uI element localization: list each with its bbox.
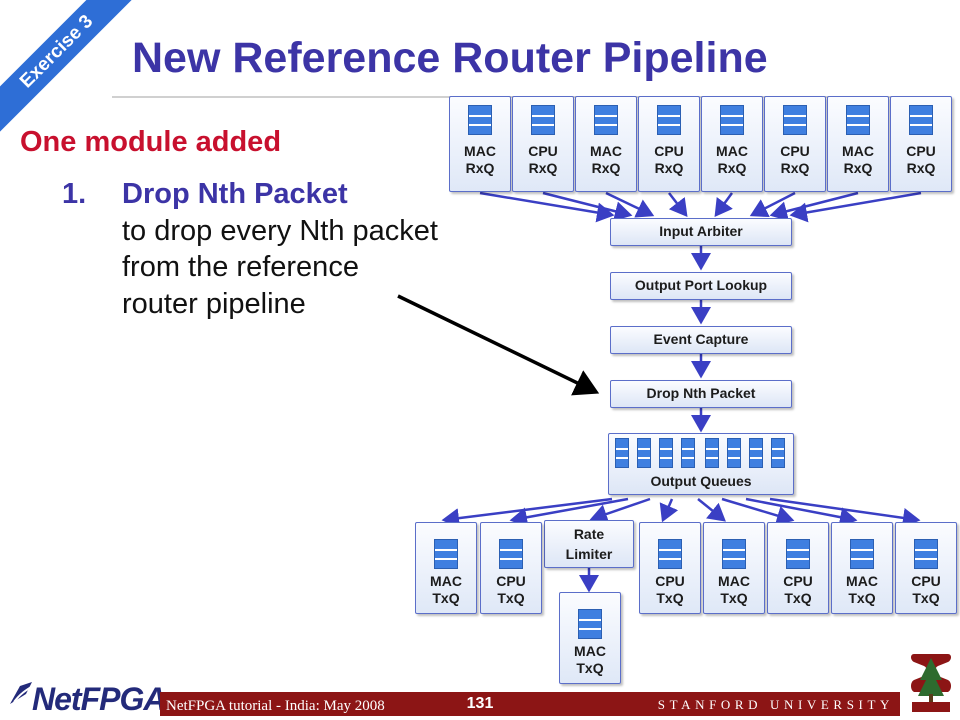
tx-queue-rate-limited: MAC TxQ <box>559 592 621 684</box>
bullet-item-title: Drop Nth Packet <box>122 178 348 210</box>
queue-icon <box>594 105 618 135</box>
queue-icon <box>658 539 682 569</box>
arrow-tx5 <box>697 498 726 522</box>
queue-icon <box>657 105 681 135</box>
arrow-tx4 <box>659 498 679 523</box>
footer-tutorial-text: NetFPGA tutorial - India: May 2008 <box>166 698 385 714</box>
rx-queue-3: MAC RxQ <box>575 96 637 192</box>
rx-queue-label: MAC RxQ <box>842 143 874 176</box>
bullet-heading: One module added <box>20 126 282 158</box>
rx-queue-4: CPU RxQ <box>638 96 700 192</box>
tx-queue-label: CPU TxQ <box>655 573 685 606</box>
footer-bar <box>160 692 900 716</box>
rx-queue-label: CPU RxQ <box>906 143 936 176</box>
queue-icon <box>771 438 785 468</box>
stanford-tree-icon <box>911 654 951 712</box>
tx-queue-label: CPU TxQ <box>783 573 813 606</box>
arrow-tx3 <box>589 497 651 524</box>
queue-icon <box>786 539 810 569</box>
output-queues-label: Output Queues <box>650 473 752 489</box>
arrow-tx7 <box>745 497 858 527</box>
tx-queue-label: CPU TxQ <box>496 573 526 606</box>
queue-icon <box>434 539 458 569</box>
bullet-item: Drop Nth Packet to drop every Nth packet… <box>122 176 442 322</box>
queue-icon <box>909 105 933 135</box>
tx-queue-label: CPU TxQ <box>911 573 941 606</box>
queue-icon <box>749 438 763 468</box>
rx-queue-7: MAC RxQ <box>827 96 889 192</box>
queue-icon <box>531 105 555 135</box>
callout-arrow <box>397 294 600 396</box>
arrow-tx6 <box>721 497 795 526</box>
arrow-rx1 <box>479 191 615 223</box>
rx-queue-8: CPU RxQ <box>890 96 952 192</box>
tx-queue-7: CPU TxQ <box>895 522 957 614</box>
rx-queue-label: MAC RxQ <box>590 143 622 176</box>
slide-title: New Reference Router Pipeline <box>132 34 768 82</box>
arrow-tx2 <box>509 497 629 528</box>
rx-queue-label: CPU RxQ <box>654 143 684 176</box>
queue-icon <box>705 438 719 468</box>
module-drop-nth-packet: Drop Nth Packet <box>610 380 792 408</box>
rx-queue-1: MAC RxQ <box>449 96 511 192</box>
queue-icon <box>681 438 695 468</box>
rx-queue-label: CPU RxQ <box>780 143 810 176</box>
page-number: 131 <box>466 695 494 712</box>
arrow-rx8 <box>789 191 922 223</box>
tx-queue-label: MAC TxQ <box>718 573 750 606</box>
tx-queue-label: MAC TxQ <box>430 573 462 606</box>
rx-queue-label: CPU RxQ <box>528 143 558 176</box>
rx-queue-label: MAC RxQ <box>716 143 748 176</box>
rx-queue-2: CPU RxQ <box>512 96 574 192</box>
tx-queue-6: MAC TxQ <box>831 522 893 614</box>
bullet-number: 1. <box>62 178 87 210</box>
queue-icon <box>615 438 629 468</box>
queue-icon <box>914 539 938 569</box>
arrow-tx8 <box>769 497 921 528</box>
output-queues: Output Queues <box>608 433 794 495</box>
arrow-rx3 <box>605 191 655 218</box>
queue-icon <box>578 609 602 639</box>
queue-icon <box>499 539 523 569</box>
rate-limiter: Rate Limiter <box>544 520 634 568</box>
module-output-port-lookup: Output Port Lookup <box>610 272 792 300</box>
module-event-capture: Event Capture <box>610 326 792 354</box>
queue-icon <box>783 105 807 135</box>
tx-queue-5: CPU TxQ <box>767 522 829 614</box>
netfpga-logo: NetFPGA <box>32 681 166 717</box>
rx-queue-6: CPU RxQ <box>764 96 826 192</box>
tx-queue-label: MAC TxQ <box>846 573 878 606</box>
arrow-rx5 <box>714 192 734 218</box>
stanford-wordmark: STANFORD UNIVERSITY <box>657 697 894 712</box>
tx-queue-4: MAC TxQ <box>703 522 765 614</box>
queue-icon <box>727 438 741 468</box>
rx-queue-5: MAC RxQ <box>701 96 763 192</box>
arrow-rx7 <box>769 191 859 221</box>
tx-queue-1: MAC TxQ <box>415 522 477 614</box>
arrow-rx2 <box>542 191 633 222</box>
netfpga-logo-icon <box>10 682 34 704</box>
module-input-arbiter: Input Arbiter <box>610 218 792 246</box>
queue-icon <box>722 539 746 569</box>
queue-icon <box>637 438 651 468</box>
queue-icon <box>850 539 874 569</box>
tx-queue-label: MAC TxQ <box>574 643 606 676</box>
tx-queue-2: CPU TxQ <box>480 522 542 614</box>
queue-icon <box>720 105 744 135</box>
tx-queue-3: CPU TxQ <box>639 522 701 614</box>
bullet-item-text: to drop every Nth packet from the refere… <box>122 214 438 320</box>
queue-icon <box>468 105 492 135</box>
arrow-rx4 <box>668 192 688 217</box>
queue-icon <box>659 438 673 468</box>
queue-icon <box>846 105 870 135</box>
rx-queue-label: MAC RxQ <box>464 143 496 176</box>
